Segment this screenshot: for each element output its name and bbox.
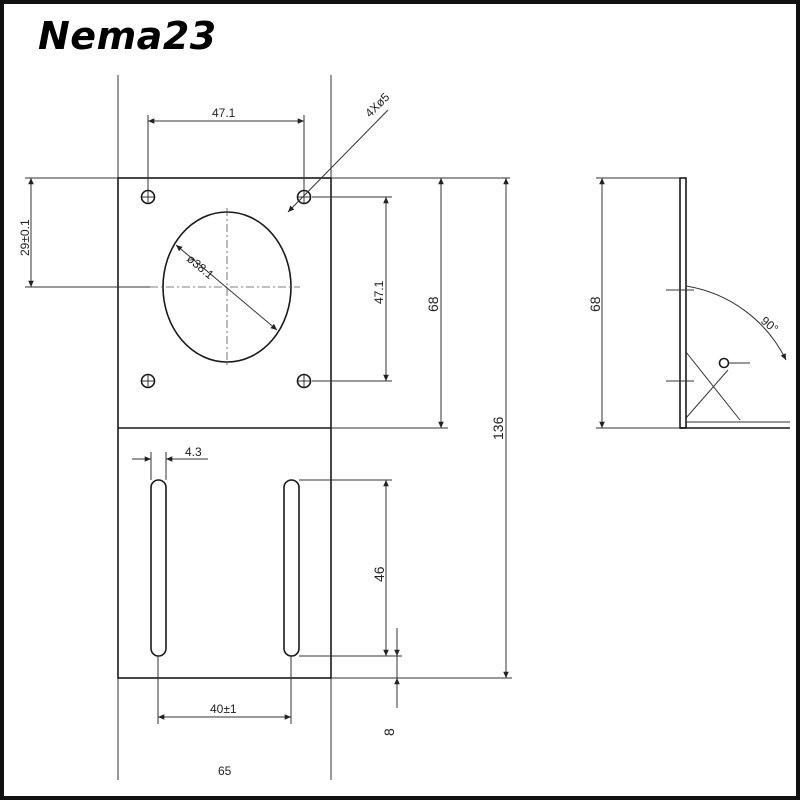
bore-offset-label: 29±0.1: [18, 219, 32, 256]
hole-spacing-top-label: 47.1: [212, 106, 236, 120]
mount-hole-top-left: [140, 189, 156, 205]
bore-diameter-leader: [175, 244, 278, 331]
plate-width-label: 65: [218, 764, 232, 778]
bend-angle-label: 90°: [758, 314, 781, 337]
total-height-label: 136: [490, 416, 506, 440]
mount-hole-top-right: [296, 189, 312, 205]
bottom-margin-label: 8: [381, 728, 397, 736]
bend-angle-arc: [685, 285, 787, 361]
slot-width-label: 4.3: [185, 445, 202, 459]
hole-callout-leader: [287, 109, 389, 213]
slot-right: [283, 479, 300, 657]
hole-spacing-side-label: 47.1: [372, 280, 386, 304]
mount-hole-bottom-right: [296, 373, 312, 389]
side-height-label: 68: [587, 296, 603, 312]
gusset-diagonal-b: [685, 369, 729, 419]
slot-left: [150, 479, 167, 657]
drawing-title: Nema23: [38, 14, 217, 58]
side-view: 68 90°: [587, 177, 790, 429]
bore-diameter-label: ø38.1: [184, 252, 217, 283]
slot-length-label: 46: [371, 566, 387, 582]
gusset-diagonal-a: [685, 351, 741, 421]
mount-hole-bottom-left: [140, 373, 156, 389]
hole-callout-label: 4Xø5: [362, 90, 392, 120]
side-flange: [679, 177, 687, 429]
side-hole-marker: [718, 357, 730, 369]
front-view: ø38.1 4Xø5 47.1 29±0.1 47.1 68: [18, 75, 512, 780]
mount-height-label: 68: [425, 296, 441, 312]
slot-spacing-label: 40±1: [210, 702, 237, 716]
